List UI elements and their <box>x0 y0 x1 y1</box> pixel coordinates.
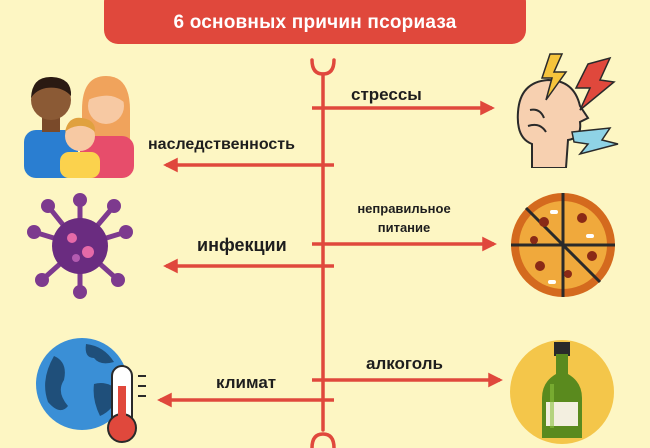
family-icon <box>24 76 134 178</box>
cause-label-climate: климат <box>216 373 277 392</box>
cause-label-stress: стрессы <box>351 85 422 104</box>
bottle-icon <box>510 340 614 444</box>
title-banner: 6 основных причин псориаза <box>104 0 526 44</box>
cause-label-nutrition: неправильное питание <box>357 201 451 235</box>
stressed-head-icon <box>516 53 619 168</box>
cause-label-heredity: наследственность <box>148 136 295 153</box>
page-title: 6 основных причин псориаза <box>173 12 457 33</box>
virus-icon <box>27 193 133 299</box>
pizza-icon <box>511 193 615 297</box>
central-spine <box>310 58 336 448</box>
cause-label-alcohol: алкоголь <box>366 354 443 373</box>
cause-label-infection: инфекции <box>197 235 287 255</box>
globe-thermometer-icon <box>36 338 146 443</box>
